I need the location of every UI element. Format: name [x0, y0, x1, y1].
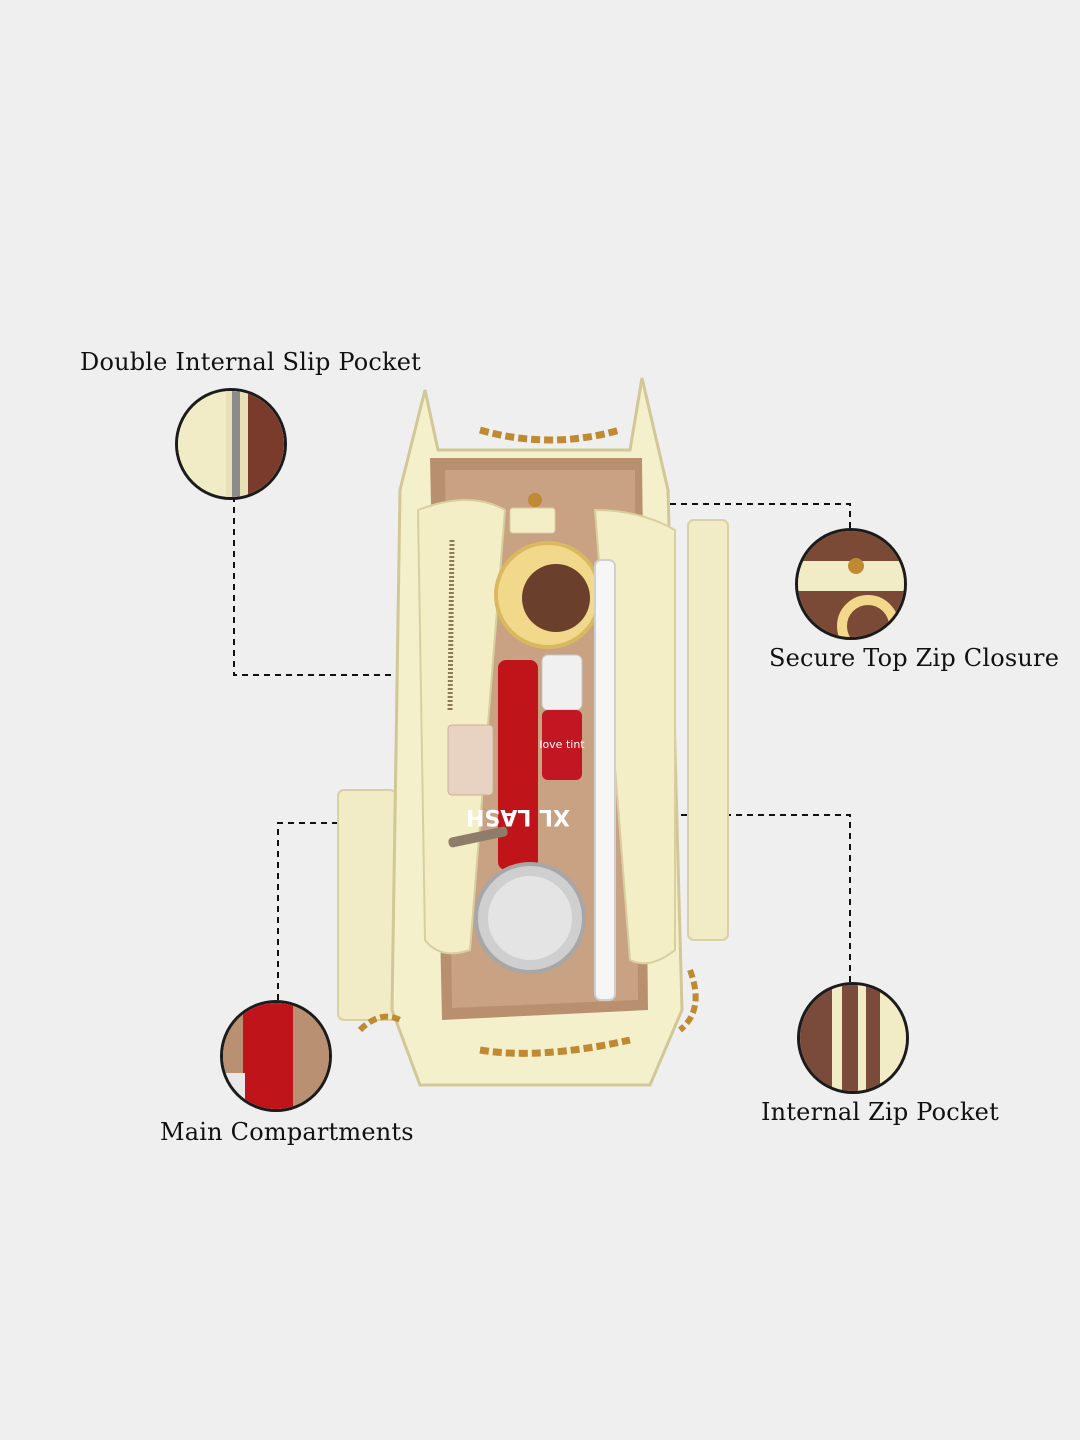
wood-ball: [522, 564, 590, 632]
svg-text:love tint: love tint: [539, 738, 585, 751]
slip-pocket-leader: [233, 496, 447, 683]
shoulder-strap-right: [687, 519, 729, 941]
mascara: XL LASH: [466, 660, 570, 870]
lip-tint: love tint: [539, 654, 585, 780]
zip-closure-label: Secure Top Zip Closure: [769, 644, 1060, 672]
zip-pocket-inset: [797, 982, 909, 1094]
shoulder-strap-left: [337, 789, 397, 1021]
slip-pocket-label: Double Internal Slip Pocket: [80, 348, 421, 376]
perfume-bottle: [447, 724, 494, 796]
eyeliner: [448, 826, 508, 848]
zip-pull: [528, 493, 542, 507]
phone: [594, 559, 616, 1001]
main-compartments-label: Main Compartments: [160, 1118, 414, 1146]
zip-closure-inset: [795, 528, 907, 640]
zip-pocket-label: Internal Zip Pocket: [761, 1098, 999, 1126]
main-compartments-inset: [220, 1000, 332, 1112]
svg-text:XL LASH: XL LASH: [466, 804, 570, 829]
handbag-photo: XL LASH love tint: [337, 377, 729, 1087]
chain-bottom: [479, 1036, 631, 1057]
chain-top: [479, 426, 621, 444]
slip-pocket-inset: [175, 388, 287, 500]
